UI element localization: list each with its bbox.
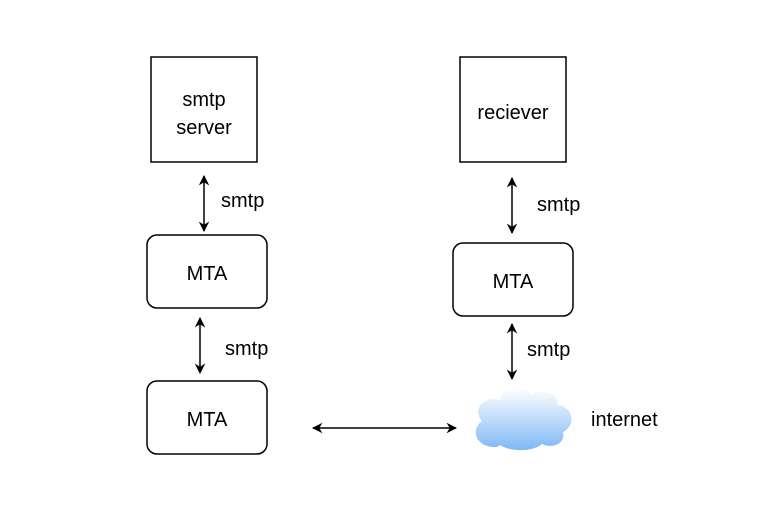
mta-left-top-node[interactable]: MTA — [146, 234, 268, 309]
mta-left-bottom-node[interactable]: MTA — [146, 380, 268, 455]
smtp-server-node[interactable]: smtp server — [150, 56, 258, 163]
receiver-node[interactable]: reciever — [459, 56, 567, 163]
edge-mta-to-mta: smtp — [194, 316, 268, 375]
edge-receiver-to-mta-label: smtp — [537, 194, 580, 216]
edge-server-to-mta: smtp — [198, 174, 264, 233]
mta-right-label: MTA — [493, 271, 534, 293]
edge-mta-to-internet: smtp — [506, 322, 570, 381]
mta-left-top-label: MTA — [187, 263, 228, 285]
smtp-server-label-line1: smtp — [182, 89, 225, 111]
edge-receiver-to-mta: smtp — [506, 176, 580, 235]
cloud-icon — [475, 387, 572, 451]
smtp-server-label-line2: server — [176, 117, 232, 139]
receiver-label: reciever — [477, 102, 548, 124]
internet-node[interactable]: internet — [475, 387, 658, 451]
mta-right-node[interactable]: MTA — [452, 242, 574, 317]
edge-server-to-mta-label: smtp — [221, 190, 264, 212]
mta-left-bottom-label: MTA — [187, 409, 228, 431]
edge-mta-to-mta-label: smtp — [225, 338, 268, 360]
internet-label: internet — [591, 409, 658, 431]
edge-mta-to-internet-label: smtp — [527, 339, 570, 361]
